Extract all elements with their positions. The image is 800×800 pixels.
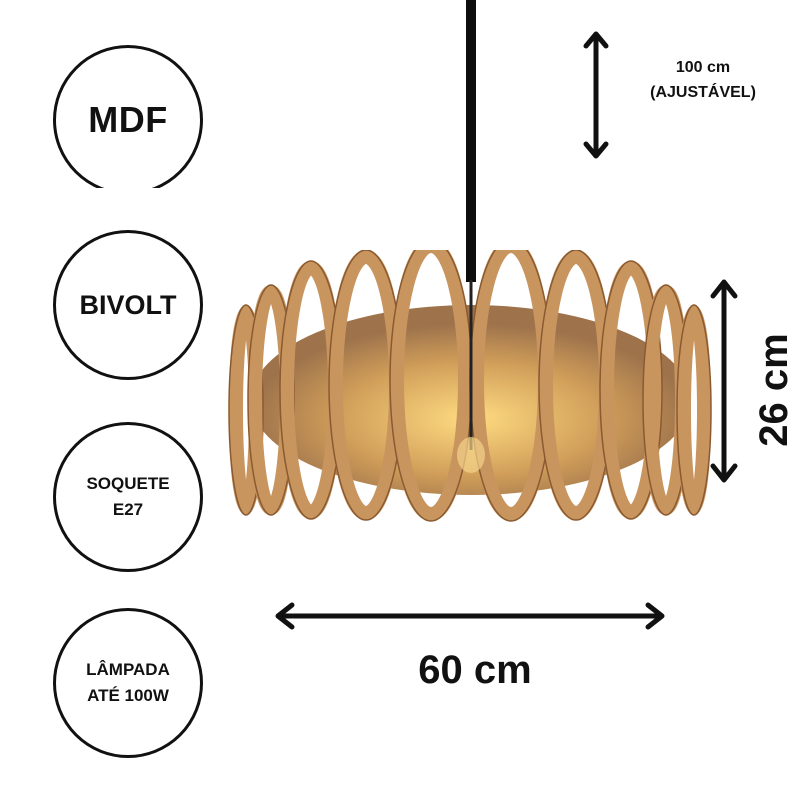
double-arrow-vertical-icon (710, 279, 738, 483)
badge-lamp: LÂMPADA ATÉ 100W (53, 608, 203, 758)
socket-label-line1: SOQUETE (86, 474, 170, 493)
height-label: 26 cm (752, 333, 796, 447)
pendant-cord (466, 0, 476, 282)
width-label: 60 cm (418, 648, 532, 692)
lamp-ring (677, 305, 711, 515)
lamp-label-line2: ATÉ 100W (87, 686, 169, 705)
badge-socket: SOQUETE E27 (53, 422, 203, 572)
cord-length-note: (AJUSTÁVEL) (650, 84, 756, 101)
lamp-ring (390, 250, 472, 521)
lamp-ring-edge (599, 260, 663, 520)
lamp-label-line1: LÂMPADA (86, 660, 170, 679)
double-arrow-horizontal-icon (275, 602, 665, 630)
lamp-ring-edge (676, 304, 712, 516)
voltage-label: BIVOLT (79, 289, 177, 320)
badge-material: MDF (53, 45, 203, 196)
double-arrow-vertical-icon (583, 31, 609, 159)
material-label: MDF (88, 99, 168, 140)
cord-length-value: 100 cm (675, 59, 731, 76)
cord-length-label: 100 cm (AJUSTÁVEL) (618, 55, 788, 105)
socket-label-line2: E27 (112, 500, 144, 519)
pendant-lamp-image (228, 250, 712, 522)
lamp-ring-edge (228, 304, 264, 516)
badge-voltage: BIVOLT (53, 230, 203, 380)
